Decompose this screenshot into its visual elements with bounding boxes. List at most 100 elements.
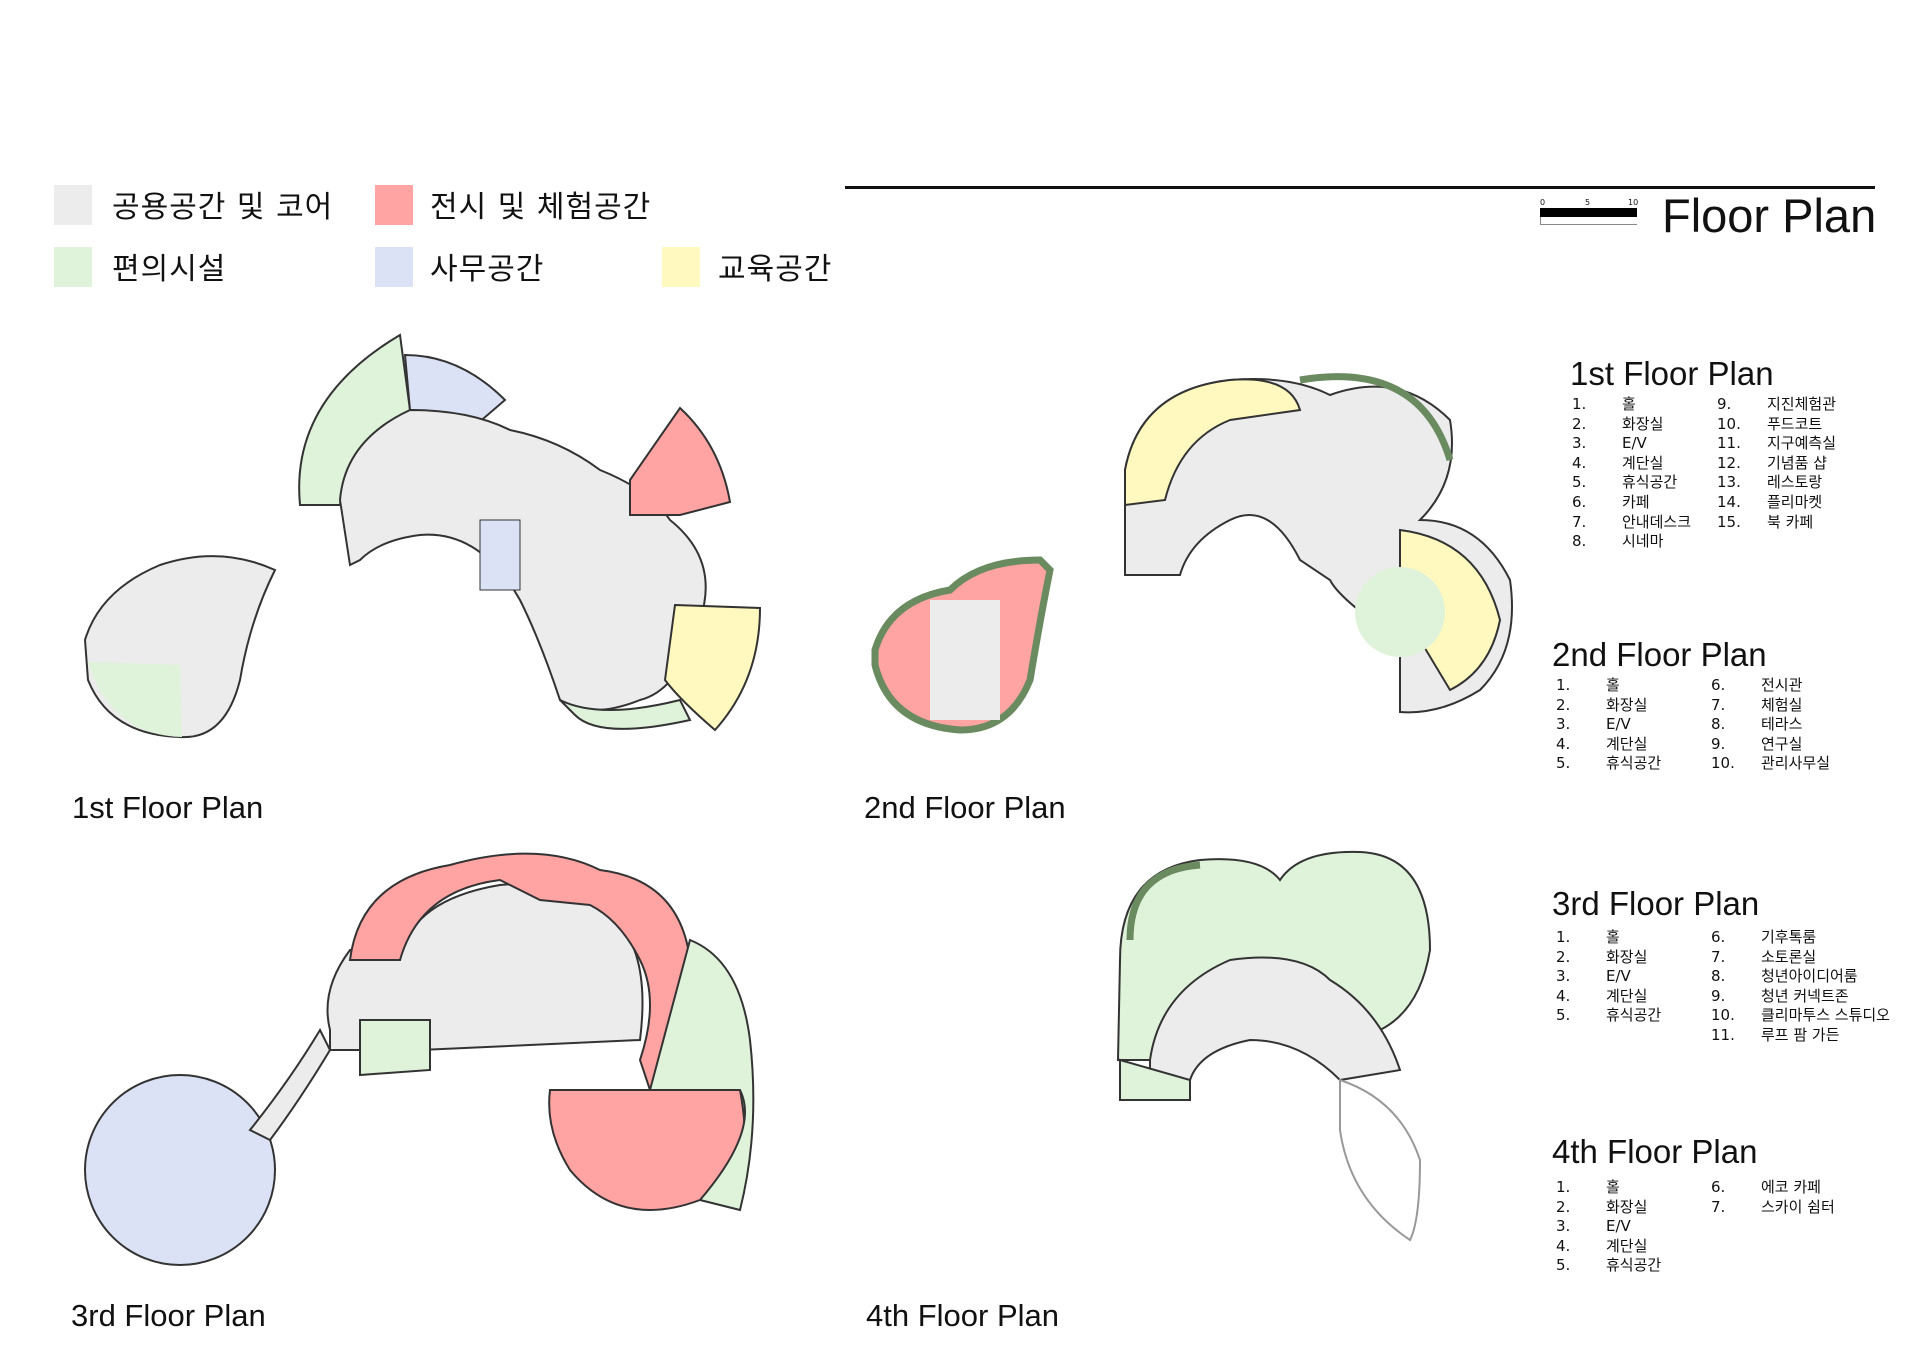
room-name: 휴식공간 xyxy=(1622,473,1678,492)
room-name: E/V xyxy=(1606,1217,1631,1236)
room-number: 4. xyxy=(1556,734,1571,753)
room-list-item: 11.지구예측실 xyxy=(1717,434,1836,454)
room-name: 전시관 xyxy=(1761,676,1803,694)
room-number: 7. xyxy=(1711,1197,1726,1216)
legend-swatch-education xyxy=(662,247,700,287)
room-number: 6. xyxy=(1711,1178,1726,1196)
room-name: 관리사무실 xyxy=(1761,754,1831,773)
room-list-item: 11. 루프 팜 가든 xyxy=(1711,1026,1890,1046)
room-number: 4. xyxy=(1572,453,1587,472)
room-name: 청년 커넥트존 xyxy=(1761,986,1849,1005)
room-name: 홀 xyxy=(1606,676,1620,694)
room-name: E/V xyxy=(1606,967,1631,986)
room-number: 1. xyxy=(1572,395,1587,413)
room-list-item: 12.기념품 샵 xyxy=(1717,454,1836,474)
room-name: 에코 카페 xyxy=(1761,1178,1821,1196)
legend-label-amenities: 편의시설 xyxy=(112,252,227,287)
room-name: 계단실 xyxy=(1622,453,1664,472)
room-name: 체험실 xyxy=(1761,695,1803,714)
room-list-item: 1. 홀 xyxy=(1556,1178,1661,1198)
room-number: 4. xyxy=(1556,1236,1571,1255)
legend-label-office: 사무공간 xyxy=(430,252,545,287)
room-name: 화장실 xyxy=(1606,695,1648,714)
room-name: 클리마투스 스튜디오 xyxy=(1761,1006,1890,1025)
room-name: E/V xyxy=(1606,715,1631,734)
room-list-item: 2.화장실 xyxy=(1572,415,1691,435)
room-number: 11. xyxy=(1711,1025,1735,1044)
room-number: 7. xyxy=(1711,695,1726,714)
room-number: 10. xyxy=(1717,414,1741,433)
room-list-item: 13. 레스토랑 xyxy=(1717,473,1836,493)
room-name: 휴식공간 xyxy=(1606,1006,1662,1025)
room-name: 푸드코트 xyxy=(1767,414,1823,433)
room-name: 홀 xyxy=(1622,395,1636,413)
room-number: 2. xyxy=(1556,1197,1571,1216)
legend-label-education: 교육공간 xyxy=(718,252,833,287)
room-list-item: 1. 홀 xyxy=(1572,395,1691,415)
room-name: 소토론실 xyxy=(1761,947,1817,966)
room-number: 3. xyxy=(1556,1217,1571,1236)
room-list-item: 3.E/V xyxy=(1556,715,1661,735)
list-title-first: 1st Floor Plan xyxy=(1570,355,1774,392)
room-list-item: 3. E/V xyxy=(1556,967,1661,987)
room-number: 1. xyxy=(1556,676,1571,694)
page-title: Floor Plan xyxy=(1662,189,1877,242)
room-name: 북 카페 xyxy=(1767,512,1814,531)
room-number: 2. xyxy=(1572,414,1587,433)
third-floor-drawing xyxy=(84,852,755,1266)
scale-tick: 10 xyxy=(1628,198,1639,207)
room-number: 6. xyxy=(1711,676,1726,694)
room-name: E/V xyxy=(1622,434,1647,453)
room-list-item: 7. 안내데스크 xyxy=(1572,513,1691,533)
room-list-item: 5.휴식공간 xyxy=(1556,754,1661,774)
second-floor-drawing xyxy=(871,373,1513,734)
plan-label-third: 3rd Floor Plan xyxy=(71,1298,266,1333)
room-name: 테라스 xyxy=(1761,715,1803,734)
room-name: 휴식공간 xyxy=(1606,754,1662,773)
room-list-item: 10. 관리사무실 xyxy=(1711,754,1830,774)
room-number: 7. xyxy=(1572,512,1587,531)
room-number: 5. xyxy=(1556,1006,1571,1025)
room-list-item: 4.계단실 xyxy=(1556,987,1661,1007)
fourth-floor-drawing xyxy=(1116,850,1432,1242)
room-list-item: 9. 청년 커넥트존 xyxy=(1711,987,1890,1007)
room-list-item: 9.연구실 xyxy=(1711,735,1830,755)
list-title-fourth: 4th Floor Plan xyxy=(1552,1133,1758,1170)
room-number: 9. xyxy=(1711,986,1726,1005)
room-name: 계단실 xyxy=(1606,1236,1648,1255)
room-name: 시네마 xyxy=(1622,532,1664,551)
room-name: 안내데스크 xyxy=(1622,512,1692,531)
legend-label-exhibition: 전시 및 체험공간 xyxy=(430,190,652,225)
room-number: 5. xyxy=(1556,1256,1571,1275)
room-number: 13. xyxy=(1717,473,1741,492)
scale-tick: 5 xyxy=(1585,198,1591,207)
room-number: 10. xyxy=(1711,754,1735,773)
room-name: 기념품 샵 xyxy=(1767,453,1827,472)
list-title-second: 2nd Floor Plan xyxy=(1552,636,1767,673)
room-name: 기후톡룸 xyxy=(1761,928,1817,946)
legend-swatch-common xyxy=(54,185,92,225)
legend-swatch-exhibition xyxy=(375,185,413,225)
room-name: 루프 팜 가든 xyxy=(1761,1025,1840,1044)
room-number: 6. xyxy=(1572,492,1587,511)
room-number: 3. xyxy=(1556,967,1571,986)
room-number: 3. xyxy=(1572,434,1587,453)
room-list-item: 7.소토론실 xyxy=(1711,948,1890,968)
room-list-item: 5.휴식공간 xyxy=(1572,473,1691,493)
room-name: 레스토랑 xyxy=(1767,473,1823,492)
room-number: 1. xyxy=(1556,1178,1571,1196)
room-name: 지진체험관 xyxy=(1767,395,1837,413)
room-list-item: 4.계단실 xyxy=(1556,735,1661,755)
legend-swatch-office xyxy=(375,247,413,287)
room-list-item: 14.플리마켓 xyxy=(1717,493,1836,513)
room-name: 화장실 xyxy=(1606,947,1648,966)
room-list-item: 6.기후톡룸 xyxy=(1711,928,1890,948)
room-list-item: 6.카페 xyxy=(1572,493,1691,513)
room-list-item: 8.테라스 xyxy=(1711,715,1830,735)
room-name: 홀 xyxy=(1606,1178,1620,1196)
room-number: 9. xyxy=(1711,734,1726,753)
room-number: 8. xyxy=(1572,532,1587,551)
plan-label-first: 1st Floor Plan xyxy=(72,790,264,825)
room-list-item: 1. 홀 xyxy=(1556,676,1661,696)
room-list-item: 1.홀 xyxy=(1556,928,1661,948)
